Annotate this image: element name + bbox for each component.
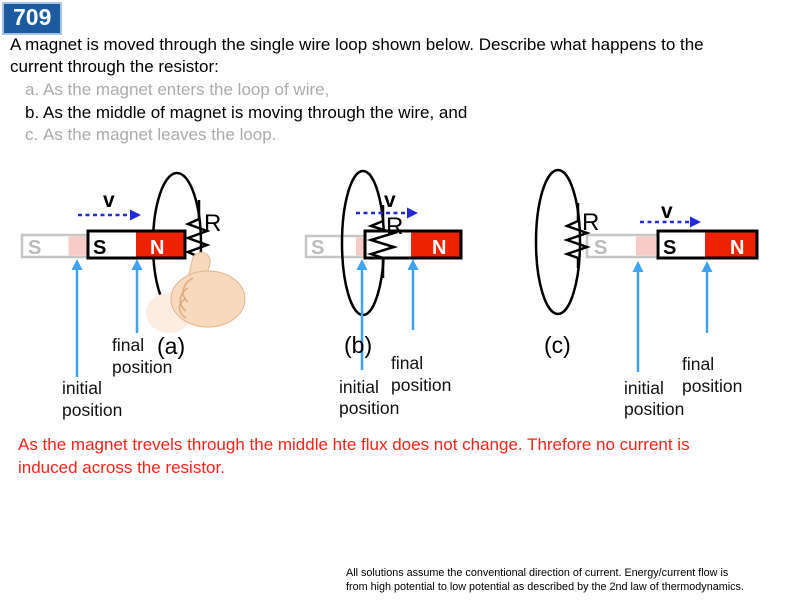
item-text: As the magnet enters the loop of wire, bbox=[43, 80, 330, 99]
final-position-arrow bbox=[701, 261, 713, 333]
diagram-c: S S N R v final position initi bbox=[534, 168, 759, 419]
wire-loop-ellipse bbox=[534, 168, 582, 316]
final-position-label: position bbox=[391, 375, 451, 395]
resistor-zigzag bbox=[563, 203, 591, 268]
magnet-north-half bbox=[136, 231, 185, 258]
initial-position-label: initial bbox=[624, 378, 664, 398]
pole-label-south-ghost: S bbox=[311, 237, 324, 259]
question-item-b: b. As the middle of magnet is moving thr… bbox=[25, 102, 467, 125]
velocity-label: v bbox=[384, 189, 396, 212]
final-position-label: final bbox=[391, 353, 423, 373]
answer-text: As the magnet trevels through the middle… bbox=[18, 433, 690, 479]
velocity-arrow bbox=[78, 209, 141, 221]
initial-position-arrow bbox=[632, 261, 644, 372]
magnet-initial-ghost: S bbox=[585, 233, 660, 259]
diagram-caption-c: (c) bbox=[544, 332, 571, 358]
initial-position-label: position bbox=[624, 399, 684, 419]
magnet-outline bbox=[363, 229, 463, 260]
pole-label-north: N bbox=[730, 237, 744, 259]
item-text: As the magnet leaves the loop. bbox=[43, 125, 277, 144]
magnet-north-half bbox=[411, 231, 461, 258]
magnet-outline bbox=[86, 229, 187, 260]
thumbs-up-hand-image bbox=[146, 251, 246, 333]
answer-line: induced across the resistor. bbox=[18, 458, 225, 477]
resistor-zigzag bbox=[366, 205, 399, 278]
footer-note: All solutions assume the conventional di… bbox=[346, 567, 744, 594]
pole-label-south-ghost: S bbox=[28, 237, 41, 259]
final-position-label: final bbox=[682, 354, 714, 374]
magnet-north-half bbox=[705, 231, 757, 258]
diagrams-figure: S S N R v bbox=[20, 168, 759, 420]
diagram-caption-a: (a) bbox=[157, 333, 185, 359]
final-position-arrow bbox=[407, 259, 419, 330]
initial-position-label: initial bbox=[62, 378, 102, 398]
pole-label-south-ghost: S bbox=[594, 237, 607, 259]
question-item-a: a. As the magnet enters the loop of wire… bbox=[25, 79, 467, 102]
resistor-label: R bbox=[204, 210, 221, 237]
initial-position-arrow bbox=[356, 259, 368, 370]
initial-position-label: initial bbox=[339, 377, 379, 397]
velocity-arrow bbox=[640, 216, 701, 228]
pole-label-south: S bbox=[663, 237, 676, 259]
item-letter: a. bbox=[25, 80, 40, 99]
problem-number-badge: 709 bbox=[2, 2, 63, 35]
magnet-final: N bbox=[363, 229, 463, 260]
initial-position-label: position bbox=[62, 400, 122, 420]
magnet-initial-ghost: S bbox=[304, 234, 367, 259]
ghost-magnet-north-pink bbox=[636, 236, 656, 256]
velocity-label: v bbox=[661, 200, 673, 223]
velocity-arrow bbox=[356, 207, 418, 219]
question-item-c: c. As the magnet leaves the loop. bbox=[25, 124, 467, 147]
resistor-label: R bbox=[386, 213, 403, 240]
resistor-label: R bbox=[582, 209, 599, 236]
footer-line: from high potential to low potential as … bbox=[346, 580, 744, 593]
ghost-magnet-north-pink bbox=[68, 236, 87, 256]
final-position-arrow bbox=[131, 259, 143, 333]
question-line: A magnet is moved through the single wir… bbox=[10, 35, 704, 54]
final-position-label: final bbox=[112, 335, 144, 355]
ghost-magnet-north-pink bbox=[356, 237, 365, 256]
diagram-b: S N R v final position initial bbox=[304, 169, 463, 418]
initial-position-label: position bbox=[339, 398, 399, 418]
magnet-initial-ghost: S bbox=[20, 233, 90, 259]
question-line: current through the resistor: bbox=[10, 57, 219, 76]
diagram-caption-b: (b) bbox=[344, 332, 372, 358]
pole-label-north: N bbox=[432, 237, 446, 259]
magnet-outline bbox=[656, 229, 759, 260]
final-position-label: position bbox=[682, 376, 742, 396]
initial-position-arrow bbox=[71, 259, 83, 377]
item-letter: b. bbox=[25, 102, 40, 122]
question-text: A magnet is moved through the single wir… bbox=[10, 34, 704, 78]
item-text: As the middle of magnet is moving throug… bbox=[43, 102, 468, 122]
pole-label-north: N bbox=[150, 237, 164, 259]
diagram-a: S S N R v bbox=[20, 171, 246, 420]
magnet-final: S N bbox=[656, 229, 759, 260]
pole-label-south: S bbox=[93, 237, 106, 259]
question-items: a. As the magnet enters the loop of wire… bbox=[25, 79, 467, 147]
footer-line: All solutions assume the conventional di… bbox=[346, 567, 729, 579]
item-letter: c. bbox=[25, 125, 39, 144]
answer-line: As the magnet trevels through the middle… bbox=[18, 435, 690, 454]
final-position-label: position bbox=[112, 357, 172, 377]
velocity-label: v bbox=[103, 189, 115, 212]
magnet-final: S N bbox=[86, 229, 187, 260]
